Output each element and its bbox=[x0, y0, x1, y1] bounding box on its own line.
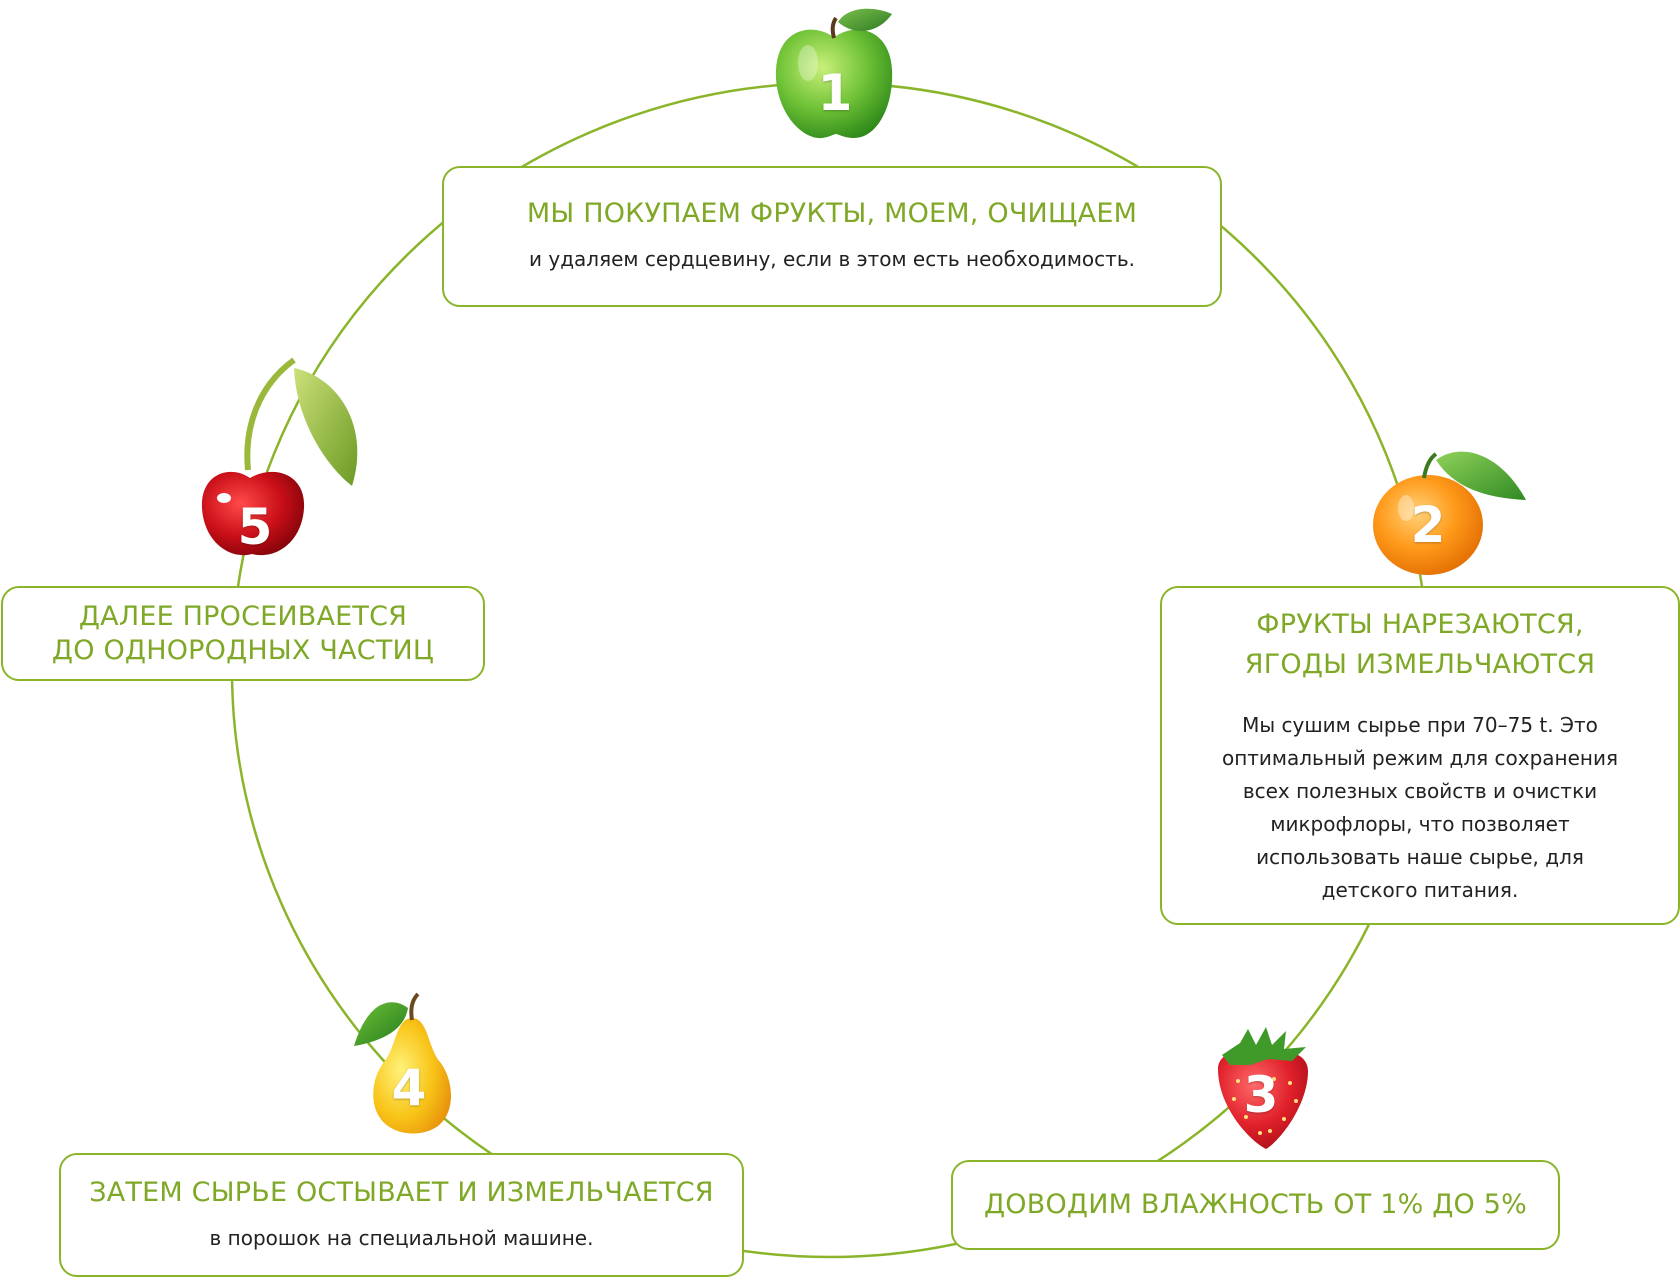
step-4-fruit bbox=[352, 990, 472, 1140]
pear-icon bbox=[354, 992, 451, 1134]
step-3-card: ДОВОДИМ ВЛАЖНОСТЬ ОТ 1% ДО 5% bbox=[951, 1160, 1560, 1250]
step-5-card: ДАЛЕЕ ПРОСЕИВАЕТСЯ ДО ОДНОРОДНЫХ ЧАСТИЦ bbox=[1, 586, 485, 681]
green-apple-icon bbox=[775, 8, 893, 139]
step-5-number: 5 bbox=[237, 498, 273, 556]
step-2-card: ФРУКТЫ НАРЕЗАЮТСЯ, ЯГОДЫ ИЗМЕЛЬЧАЮТСЯ Мы… bbox=[1160, 586, 1680, 925]
step-4-title: ЗАТЕМ СЫРЬЕ ОСТЫВАЕТ И ИЗМЕЛЬЧАЕТСЯ bbox=[89, 1176, 714, 1208]
step-3-number: 3 bbox=[1243, 1066, 1279, 1124]
step-2-fruit bbox=[1370, 448, 1530, 575]
step-5-fruit bbox=[200, 357, 370, 568]
step-1-text: и удаляем сердцевину, если в этом есть н… bbox=[529, 247, 1135, 271]
step-2-text: Мы сушим сырье при 70–75 t. Это оптималь… bbox=[1221, 712, 1619, 902]
step-2-number: 2 bbox=[1410, 496, 1446, 554]
cherry-icon bbox=[201, 357, 358, 556]
step-4-number: 4 bbox=[391, 1059, 427, 1117]
step-1-fruit bbox=[770, 8, 900, 143]
step-3-fruit bbox=[1210, 1025, 1315, 1155]
step-1-card: МЫ ПОКУПАЕМ ФРУКТЫ, МОЕМ, ОЧИЩАЕМ и удал… bbox=[442, 166, 1222, 307]
step-4-card: ЗАТЕМ СЫРЬЕ ОСТЫВАЕТ И ИЗМЕЛЬЧАЕТСЯ в по… bbox=[59, 1153, 744, 1277]
strawberry-icon bbox=[1218, 1027, 1308, 1149]
step-5-title: ДАЛЕЕ ПРОСЕИВАЕТСЯ ДО ОДНОРОДНЫХ ЧАСТИЦ bbox=[51, 600, 435, 666]
tangerine-icon bbox=[1373, 451, 1526, 575]
step-1-title: МЫ ПОКУПАЕМ ФРУКТЫ, МОЕМ, ОЧИЩАЕМ bbox=[526, 198, 1138, 229]
step-2-title: ФРУКТЫ НАРЕЗАЮТСЯ, ЯГОДЫ ИЗМЕЛЬЧАЮТСЯ bbox=[1244, 608, 1596, 680]
step-1-number: 1 bbox=[817, 64, 853, 122]
step-3-title: ДОВОДИМ ВЛАЖНОСТЬ ОТ 1% ДО 5% bbox=[984, 1189, 1527, 1220]
step-4-text: в порошок на специальной машине. bbox=[209, 1225, 594, 1250]
